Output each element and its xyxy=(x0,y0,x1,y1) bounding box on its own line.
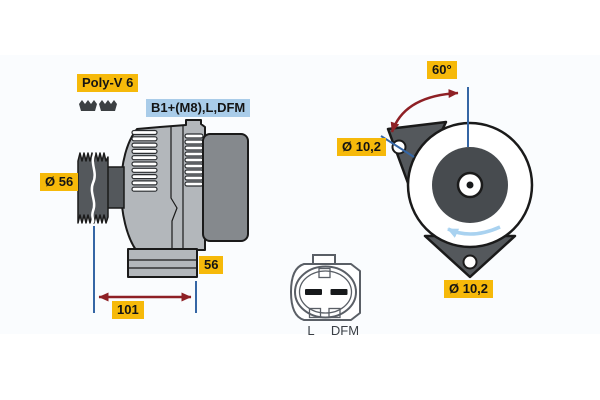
connector-pin-l xyxy=(305,289,322,295)
cooling-fin xyxy=(131,186,158,192)
shaft-center-dot xyxy=(466,181,474,189)
pulley-diameter-label: Ø 56 xyxy=(40,173,79,191)
cooling-fin xyxy=(184,139,204,145)
belt-profile-icon xyxy=(99,100,117,111)
rotation-direction-arrow xyxy=(447,225,501,238)
pulley-hub xyxy=(106,166,125,209)
casting-ridge xyxy=(170,126,184,250)
connector-pin-dfm-label: DFM xyxy=(330,323,360,338)
cooling-fin xyxy=(131,174,158,180)
cooling-fin xyxy=(184,145,204,151)
mounting-hole-bottom xyxy=(462,254,478,270)
cooling-fin xyxy=(131,136,158,142)
hole-leader-line xyxy=(380,135,415,158)
cooling-fin xyxy=(131,148,158,154)
front-view xyxy=(380,87,534,279)
angle-arrow-60 xyxy=(390,89,459,133)
foot-width-label: 56 xyxy=(199,256,224,274)
cooling-fin xyxy=(131,142,158,148)
cooling-fin xyxy=(131,167,158,173)
bottom-hole-diameter-label: Ø 10,2 xyxy=(444,280,494,298)
mounting-foot-lines xyxy=(128,259,197,269)
pulley-break-line xyxy=(90,152,96,224)
terminals-label: B1+(M8),L,DFM xyxy=(146,99,251,117)
connector-key-bottom-left xyxy=(308,307,322,319)
top-hole-diameter-label: Ø 10,2 xyxy=(337,138,387,156)
belt-profile-icon xyxy=(79,100,97,111)
belt-type-label: Poly-V 6 xyxy=(77,74,139,92)
cooling-fin xyxy=(131,180,158,186)
connector-detail xyxy=(290,254,361,321)
connector-oval-outer xyxy=(294,265,357,319)
cooling-fin xyxy=(131,129,158,136)
rear-housing xyxy=(202,133,249,242)
cooling-fin xyxy=(131,161,158,167)
connector-key-top xyxy=(318,267,331,279)
cooling-fin xyxy=(184,169,204,175)
cooling-fin xyxy=(184,175,204,181)
mounting-angle-label: 60° xyxy=(427,61,457,79)
side-view xyxy=(77,100,249,313)
cooling-fin xyxy=(184,151,204,157)
connector-pin-l-label: L xyxy=(307,323,315,338)
connector-key-bottom-right xyxy=(328,307,341,319)
mounting-foot xyxy=(127,248,198,278)
connector-pin-dfm xyxy=(330,289,348,295)
mounting-length-label: 101 xyxy=(112,301,144,319)
cooling-fin xyxy=(184,181,204,187)
cooling-fin xyxy=(184,163,204,169)
cooling-fin xyxy=(184,133,204,139)
cooling-fin xyxy=(131,155,158,161)
cooling-fins xyxy=(131,129,204,192)
cooling-fin xyxy=(184,157,204,163)
connector-oval-inner xyxy=(298,270,353,314)
